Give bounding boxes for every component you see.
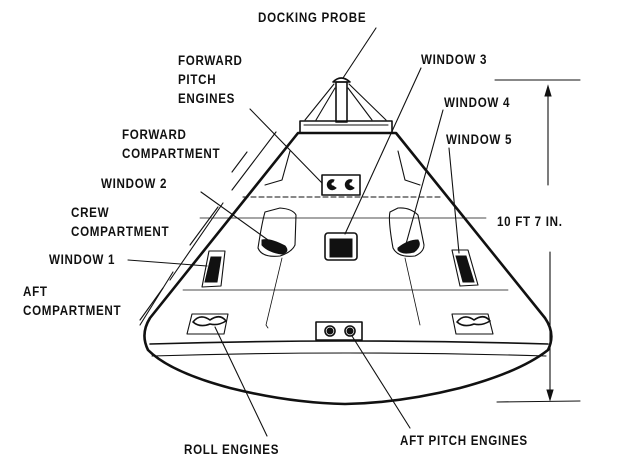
- window-4-leader: [405, 109, 444, 245]
- aft-pitch-engines-housing: [315, 321, 363, 341]
- label-crew-compartment-line1: CREW: [71, 205, 110, 220]
- skin-line: [231, 131, 277, 191]
- roll-engines-leader: [214, 326, 268, 437]
- probe-strut: [348, 83, 387, 121]
- heat-shield-seam: [149, 340, 549, 345]
- label-aft-pitch-engines: AFT PITCH ENGINES: [400, 433, 528, 448]
- forward-compartment-bracket: [231, 151, 248, 173]
- aft-pitch-engines-leader: [351, 335, 411, 429]
- heat-shield-inner-seam: [151, 352, 547, 357]
- forward-pitch-engine-nozzle: [344, 179, 355, 191]
- left-roll-engine: [192, 315, 227, 327]
- label-height-dimension: 10 FT 7 IN.: [497, 214, 563, 229]
- dimension-arrow-up-icon: [544, 84, 552, 97]
- label-window-2: WINDOW 2: [101, 176, 168, 191]
- label-forward-compartment-line2: COMPARTMENT: [122, 146, 221, 161]
- window-2-leader: [200, 191, 269, 241]
- aft-pitch-engine-nozzle: [344, 325, 356, 337]
- window-3-leader: [344, 67, 422, 235]
- window-4-glass: [397, 239, 420, 254]
- label-roll-engines: ROLL ENGINES: [184, 442, 280, 457]
- capsule-outline: [143, 131, 553, 406]
- window-1-leader: [127, 259, 208, 267]
- window-5-leader: [448, 147, 460, 254]
- right-roll-engine-panel: [451, 313, 494, 335]
- window-1-glass: [204, 256, 222, 283]
- forward-panel-right: [397, 150, 421, 186]
- window-4-frame: [388, 207, 425, 257]
- probe-strut: [315, 87, 336, 121]
- capsule-body: [139, 131, 553, 406]
- forward-panel-left: [264, 150, 291, 186]
- aft-compartment-bracket: [139, 271, 174, 326]
- aft-compartment-details: [186, 313, 494, 341]
- label-docking-probe: DOCKING PROBE: [258, 10, 367, 25]
- crew-compartment-details: [201, 207, 479, 329]
- probe-mast: [335, 81, 348, 123]
- window-2-frame: [257, 207, 297, 257]
- window-1-frame: [201, 250, 226, 288]
- label-forward-compartment-line1: FORWARD: [122, 127, 187, 142]
- label-window-3: WINDOW 3: [421, 52, 488, 67]
- skin-line: [169, 202, 224, 281]
- forward-pitch-engine-nozzle: [326, 179, 337, 191]
- label-forward-pitch-engines-line2: PITCH: [178, 72, 217, 87]
- probe-tip: [332, 77, 351, 83]
- window-5-frame: [451, 249, 479, 287]
- forward-compartment-details: [264, 150, 421, 196]
- docking-probe: [299, 77, 393, 134]
- probe-base-ring: [299, 120, 393, 134]
- label-window-1: WINDOW 1: [49, 252, 116, 267]
- window-3-frame: [324, 232, 358, 261]
- docking-probe-leader: [342, 27, 377, 79]
- label-window-4: WINDOW 4: [444, 95, 511, 110]
- aft-pitch-engine-nozzle-throat: [346, 327, 354, 335]
- right-roll-engine: [456, 315, 491, 327]
- label-aft-compartment-line2: COMPARTMENT: [23, 303, 122, 318]
- dimension-arrow-down-icon: [546, 389, 554, 402]
- crew-panel-line: [404, 257, 421, 326]
- window-2-glass: [261, 239, 288, 255]
- window-5-glass: [455, 255, 475, 283]
- crew-compartment-bracket: [189, 206, 219, 246]
- leader-lines: [127, 27, 460, 437]
- aft-pitch-engine-nozzle-throat: [326, 327, 334, 335]
- crew-panel-line: [265, 257, 283, 329]
- label-forward-pitch-engines-line3: ENGINES: [178, 91, 236, 106]
- height-dimension: [494, 79, 581, 403]
- probe-strut: [304, 83, 335, 121]
- forward-pitch-engines-leader: [249, 108, 323, 184]
- probe-strut: [347, 87, 373, 121]
- label-aft-compartment-line1: AFT: [23, 284, 48, 299]
- dimension-bottom-extension: [496, 400, 581, 403]
- forward-pitch-engines-housing: [321, 174, 361, 196]
- label-crew-compartment-line2: COMPARTMENT: [71, 224, 170, 239]
- label-forward-pitch-engines-line1: FORWARD: [178, 53, 243, 68]
- window-3-glass: [329, 238, 353, 258]
- label-window-5: WINDOW 5: [446, 132, 513, 147]
- left-roll-engine-panel: [186, 313, 229, 335]
- aft-pitch-engine-nozzle: [324, 325, 336, 337]
